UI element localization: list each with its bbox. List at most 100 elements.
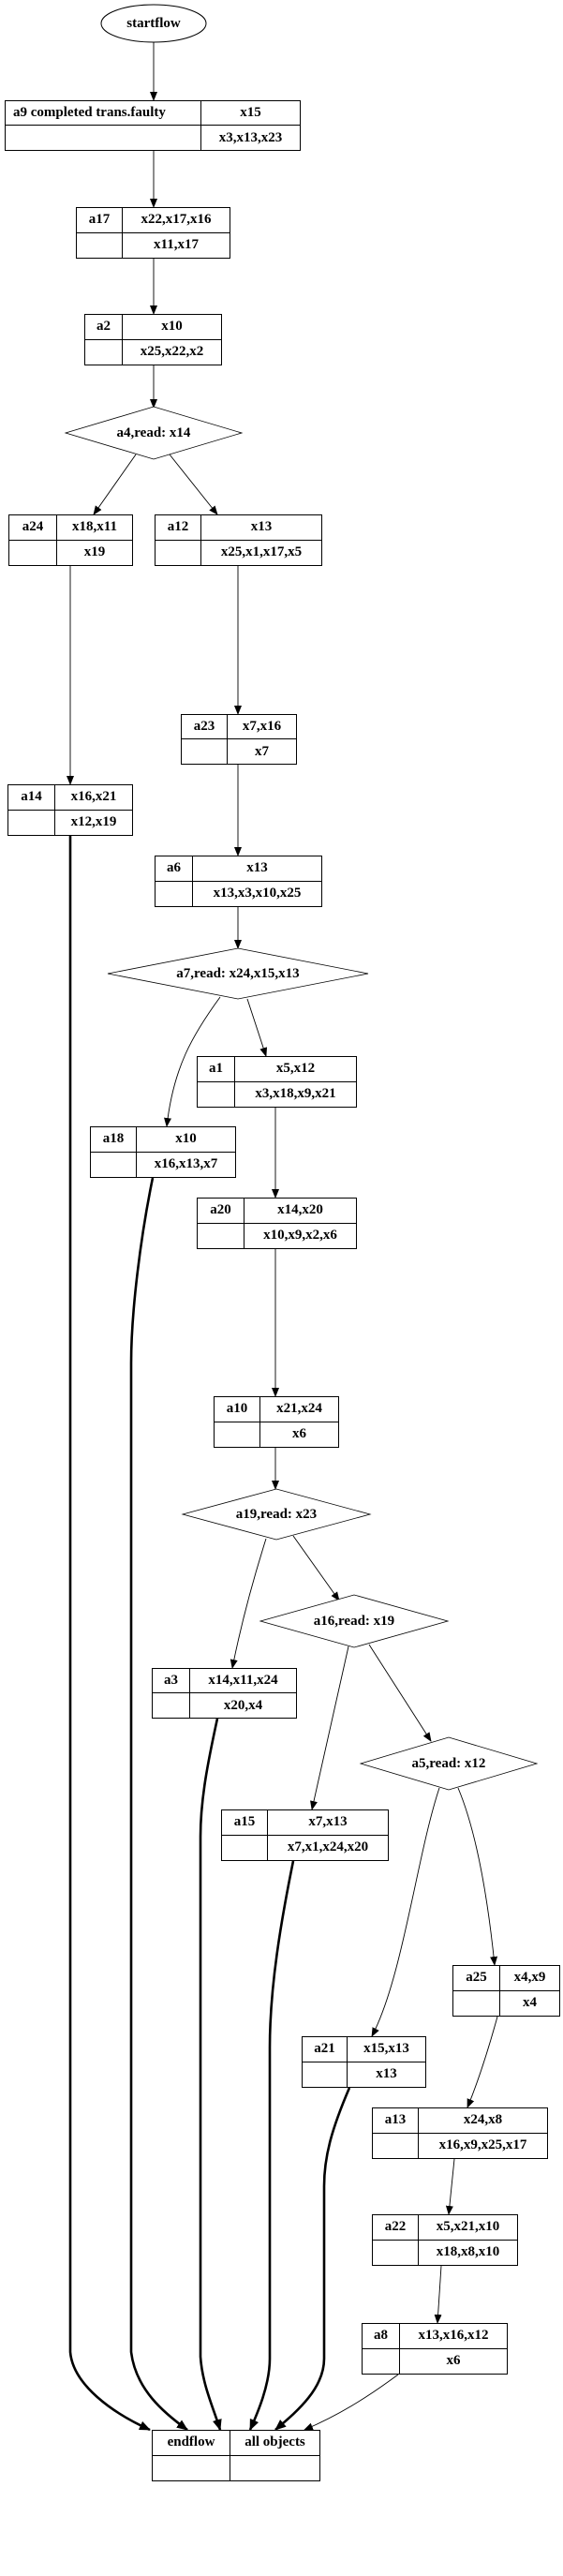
- action-bottom-values: x10,x9,x2,x6: [263, 1228, 337, 1243]
- action-name: a24: [9, 515, 57, 541]
- action-name: a13: [373, 2108, 419, 2134]
- action-top-values: x7,x13: [268, 1810, 388, 1836]
- start-node: [100, 4, 207, 43]
- action-bottom-values: x16,x9,x25,x17: [438, 2137, 527, 2153]
- flow-edge: [445, 2158, 455, 2215]
- action-empty-cell: [77, 232, 123, 258]
- action-empty-cell: [156, 881, 193, 906]
- action-bottom-values: x4: [523, 1995, 537, 2011]
- action-top-values: x13,x16,x12: [400, 2324, 507, 2349]
- flow-edge: [246, 998, 268, 1057]
- action-top-values: x5,x12: [235, 1057, 356, 1082]
- action-top-values: x4,x9: [500, 1966, 559, 1991]
- end-label: endflow: [153, 2431, 230, 2456]
- action-empty-cell: [453, 1990, 500, 2016]
- end-edge: [68, 836, 151, 2432]
- action-empty-cell: [153, 1693, 190, 1718]
- action-bottom-values: x25,x1,x17,x5: [220, 544, 303, 560]
- flow-edge: [292, 1535, 340, 1601]
- flow-edge: [169, 454, 218, 515]
- action-empty-cell: [222, 1835, 268, 1860]
- action-name: a15: [222, 1810, 268, 1836]
- action-bottom-values: x11,x17: [154, 237, 199, 253]
- action-name: a6: [156, 856, 193, 882]
- action-top-values: x5,x21,x10: [419, 2215, 517, 2241]
- action-name: a1: [198, 1057, 235, 1082]
- action-top-values: x15: [201, 101, 300, 126]
- action-bottom-values: x13: [376, 2066, 397, 2082]
- flow-edge: [371, 1787, 440, 2037]
- action-bottom-values: x12,x19: [70, 814, 117, 830]
- action-bottom-values: x6: [292, 1426, 306, 1442]
- action-top-values: x15,x13: [348, 2037, 425, 2062]
- flow-edge: [368, 1644, 432, 1742]
- action-bottom-values: x18,x8,x10: [436, 2244, 500, 2260]
- action-empty-cell: [363, 2348, 400, 2374]
- end-objects-label: all objects: [230, 2431, 319, 2456]
- action-bottom-values: x6: [446, 2353, 461, 2369]
- action-name: a12: [156, 515, 201, 541]
- action-name: a14: [8, 785, 55, 811]
- decision-node: [64, 406, 244, 460]
- action-top-values: x13: [201, 515, 321, 541]
- action-bottom-values: x20,x4: [223, 1697, 263, 1713]
- flow-edge: [467, 2016, 498, 2108]
- action-empty-cell: [6, 126, 201, 150]
- action-name: a3: [153, 1669, 190, 1693]
- action-empty-cell: [373, 2240, 419, 2265]
- action-name: a20: [198, 1199, 244, 1224]
- action-empty-cell: [8, 810, 55, 835]
- action-empty-cell: [91, 1152, 137, 1177]
- flow-edge: [230, 1538, 267, 1669]
- action-bottom-values: x3,x13,x23: [218, 129, 283, 145]
- action-top-values: x18,x11: [57, 515, 132, 541]
- action-top-values: x13: [193, 856, 321, 882]
- action-empty-cell: [156, 540, 201, 565]
- end-edge: [248, 1860, 295, 2431]
- action-bottom-values: x13,x3,x10,x25: [213, 886, 302, 901]
- action-bottom-values: x25,x22,x2: [140, 344, 204, 360]
- action-name: a25: [453, 1966, 500, 1991]
- action-empty-cell: [85, 339, 123, 365]
- action-empty-cell: [198, 1081, 235, 1107]
- action-name: a23: [182, 715, 228, 739]
- action-empty-cell: [303, 2062, 348, 2087]
- action-name: a17: [77, 208, 123, 233]
- action-name: a10: [215, 1397, 260, 1422]
- flow-edge: [434, 2265, 442, 2324]
- action-name: a18: [91, 1127, 137, 1153]
- action-bottom-values: x16,x13,x7: [154, 1156, 218, 1172]
- flow-edge: [457, 1787, 498, 1966]
- flow-edge: [93, 454, 137, 515]
- end-empty-cell: [230, 2456, 319, 2481]
- action-top-values: x14,x20: [244, 1199, 356, 1224]
- action-top-values: x7,x16: [228, 715, 296, 739]
- action-top-values: x10: [123, 315, 221, 340]
- flow-edge: [164, 996, 221, 1127]
- action-empty-cell: [9, 540, 57, 565]
- action-empty-cell: [198, 1223, 244, 1248]
- flow-edge: [304, 2374, 399, 2431]
- action-bottom-values: x19: [83, 544, 106, 560]
- action-name: a9 completed trans.faulty: [6, 101, 201, 126]
- flow-edge: [310, 1645, 349, 1810]
- action-empty-cell: [215, 1422, 260, 1447]
- end-empty-cell: [153, 2455, 230, 2480]
